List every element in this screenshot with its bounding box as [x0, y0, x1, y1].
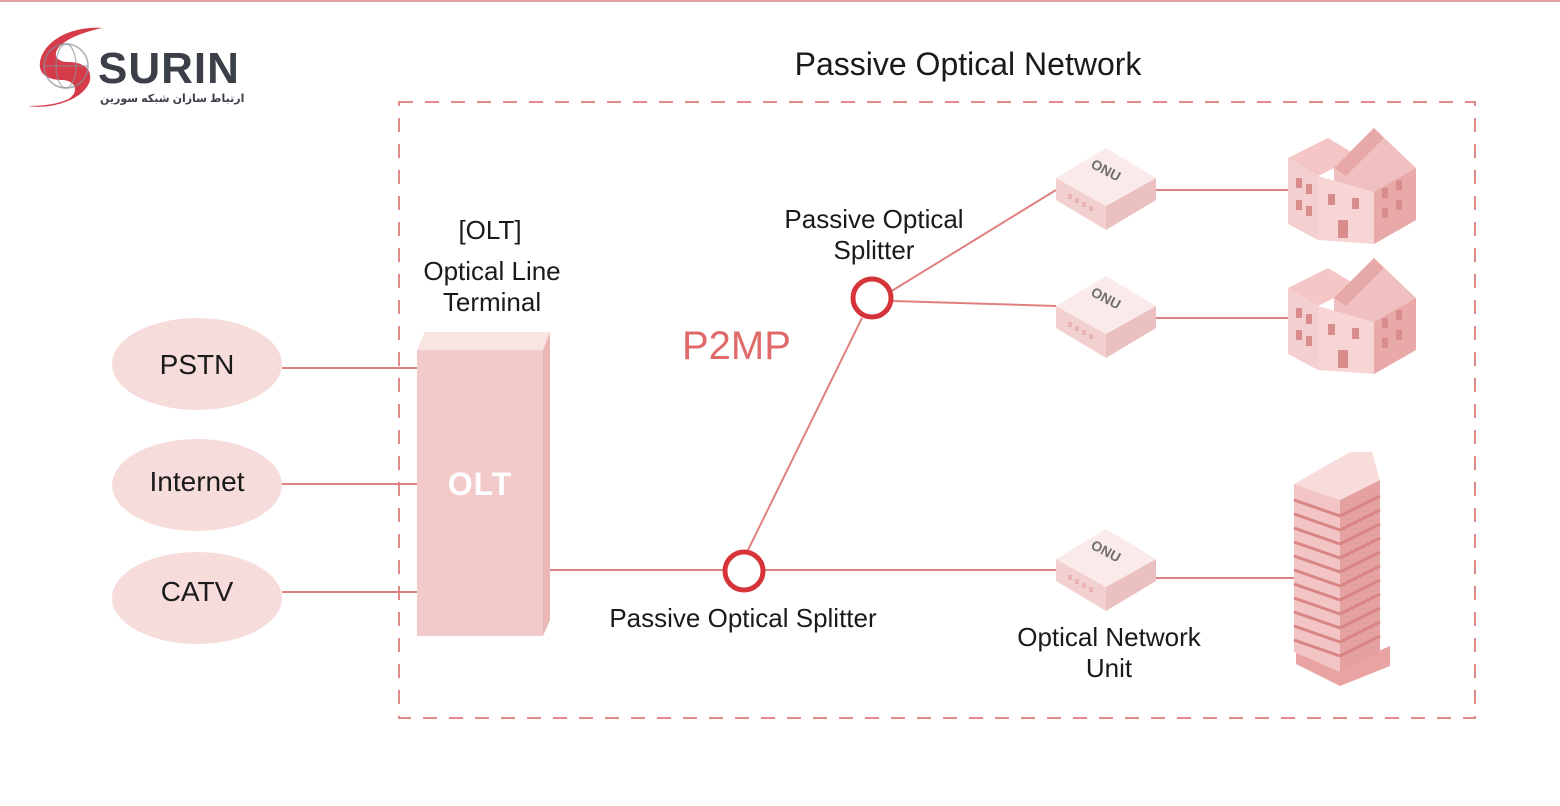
- olt-box-label: OLT: [447, 466, 513, 502]
- onu-icon: [1056, 276, 1156, 358]
- onu-label: Optical Network Unit: [1017, 622, 1201, 683]
- house-icon: [1288, 258, 1416, 374]
- diagram-title: Passive Optical Network: [794, 46, 1142, 82]
- logo-emblem: [28, 27, 102, 107]
- source-label-pstn: PSTN: [159, 349, 235, 380]
- onu-icon: [1056, 529, 1156, 611]
- catv-node: [112, 552, 282, 644]
- logo-subtitle: ارتباط سازان شبکه سورین: [100, 93, 245, 105]
- splitter-primary-icon: [722, 549, 766, 593]
- fiber-links: [550, 189, 1295, 579]
- logo-wordmark: SURIN: [98, 44, 240, 93]
- source-links: [282, 367, 418, 593]
- top-border-line: [0, 0, 1560, 2]
- olt-tag: [OLT]: [458, 215, 522, 245]
- onu-icon: [1056, 148, 1156, 230]
- olt-box: [417, 332, 550, 636]
- source-label-internet: Internet: [149, 466, 245, 497]
- splitter-bottom-label: Passive Optical Splitter: [609, 603, 877, 633]
- source-label-catv: CATV: [160, 576, 234, 607]
- internet-node: [112, 439, 282, 531]
- pstn-node: [112, 318, 282, 410]
- splitter-top-label: Passive Optical Splitter: [784, 204, 964, 265]
- house-icon: [1288, 128, 1416, 244]
- tower-building-icon: [1293, 452, 1390, 686]
- p2mp-label: P2MP: [682, 324, 791, 368]
- olt-label: Optical Line Terminal: [423, 256, 561, 317]
- splitter-secondary-icon: [850, 276, 894, 320]
- pon-boundary: [398, 101, 1476, 719]
